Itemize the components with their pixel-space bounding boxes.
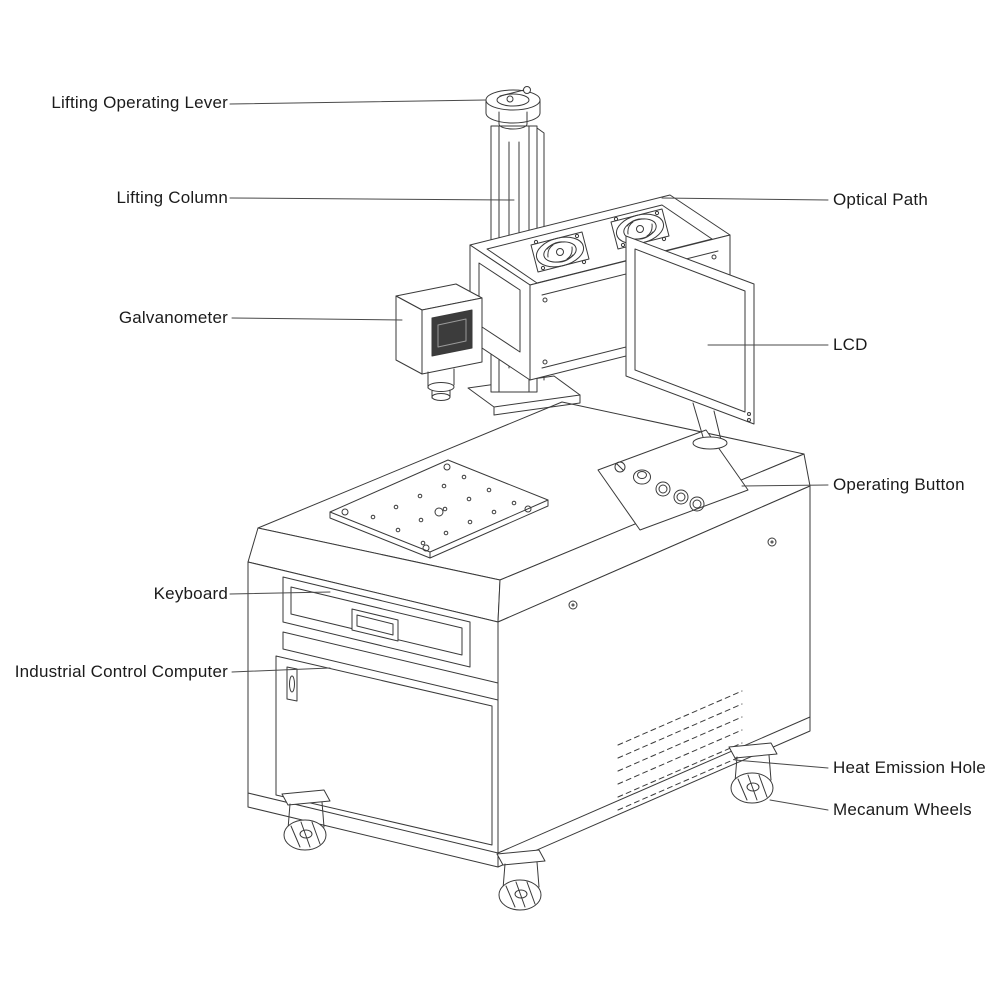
label-heat-emission-hole: Heat Emission Hole bbox=[833, 758, 986, 777]
keyboard-tray-part bbox=[282, 576, 499, 701]
label-industrial-control-computer: Industrial Control Computer bbox=[14, 662, 228, 681]
lifting-lever-part bbox=[485, 86, 541, 130]
label-lcd: LCD bbox=[833, 335, 868, 354]
label-galvanometer: Galvanometer bbox=[118, 308, 228, 327]
lcd-part bbox=[625, 235, 755, 450]
label-operating-button: Operating Button bbox=[833, 475, 965, 494]
label-lifting-operating-lever: Lifting Operating Lever bbox=[51, 93, 228, 112]
label-mecanum-wheels: Mecanum Wheels bbox=[833, 800, 972, 819]
galvanometer-part bbox=[395, 283, 483, 401]
mecanum-wheel-right bbox=[728, 742, 778, 804]
label-keyboard: Keyboard bbox=[153, 584, 228, 603]
mecanum-wheel-front bbox=[496, 849, 546, 911]
leader-lines bbox=[229, 99, 829, 811]
computer-door-part bbox=[275, 655, 493, 846]
heat-emission-vent-part bbox=[617, 690, 743, 811]
label-optical-path: Optical Path bbox=[833, 190, 929, 209]
label-lifting-column: Lifting Column bbox=[116, 188, 228, 207]
lens-barrel bbox=[427, 368, 455, 401]
operating-button-panel-part bbox=[597, 429, 749, 531]
worktable-part bbox=[329, 459, 549, 559]
